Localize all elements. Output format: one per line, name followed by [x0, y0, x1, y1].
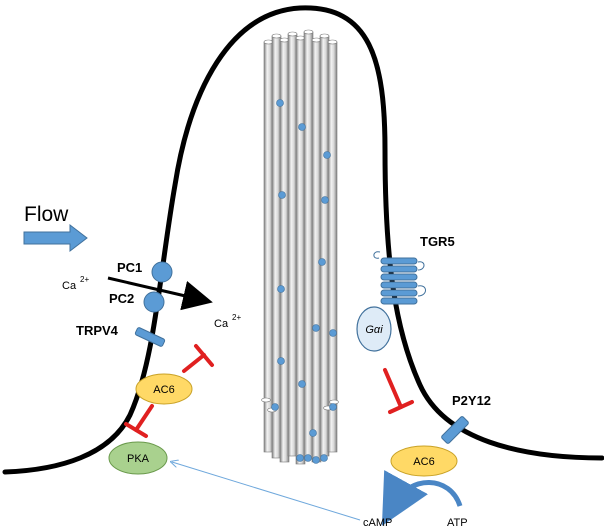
ciliary-particle	[277, 285, 285, 293]
ciliary-particle	[329, 403, 337, 411]
ciliary-particle	[329, 329, 337, 337]
ciliary-particle	[304, 454, 312, 462]
ciliary-particle	[277, 357, 285, 365]
tgr5-label: TGR5	[420, 234, 455, 249]
p2y12-label: P2Y12	[452, 393, 491, 408]
flow-arrow-icon	[23, 223, 88, 253]
ca-inhibits-ac6-icon	[182, 344, 214, 373]
pc2-channel-icon	[143, 291, 165, 313]
microtubule	[287, 33, 298, 457]
microtubule-end	[279, 37, 290, 43]
ciliary-particle	[298, 123, 306, 131]
microtubule-end	[263, 39, 274, 45]
microtubule-end	[327, 39, 338, 45]
pc1-channel-icon	[151, 261, 173, 283]
pka-node	[108, 441, 168, 475]
ciliary-particle	[323, 151, 331, 159]
microtubule	[303, 31, 314, 459]
ca-right-label: Ca	[214, 318, 229, 330]
flow-label: Flow	[24, 203, 69, 226]
ac6-inhibits-pka-icon	[124, 404, 154, 438]
microtubule	[295, 37, 306, 465]
calcium-flux-arrow	[107, 276, 213, 311]
atp-label: ATP	[447, 517, 468, 529]
ciliary-particle	[276, 99, 284, 107]
pc1-label: PC1	[117, 260, 142, 275]
microtubule-end	[319, 33, 330, 39]
p2y12-receptor-icon	[441, 416, 469, 444]
cilium-membrane	[2, 5, 604, 475]
microtubule-end	[261, 397, 271, 403]
ciliary-particle	[318, 258, 326, 266]
microtubule-end	[271, 33, 282, 39]
camp-to-pka-arrow	[172, 462, 361, 521]
ciliary-particle	[278, 191, 286, 199]
ciliary-particle	[312, 456, 320, 464]
microtubule-end	[287, 31, 298, 37]
ca-left-label: Ca	[62, 280, 77, 292]
ciliary-particle	[309, 429, 317, 437]
tgr5-receptor-icon	[373, 251, 426, 305]
pc2-label: PC2	[109, 291, 134, 306]
pka-label: PKA	[127, 453, 150, 465]
axoneme-microtubules	[261, 29, 339, 465]
camp-label: cAMP	[363, 517, 392, 529]
ciliary-particle	[312, 324, 320, 332]
ac6-right-label: AC6	[413, 456, 434, 468]
ac6-left-node	[135, 373, 193, 405]
ciliary-particle	[320, 454, 328, 462]
microtubule-end	[311, 37, 322, 43]
ciliary-particle	[321, 196, 329, 204]
microtubule	[327, 41, 338, 453]
ciliary-particle	[296, 454, 304, 462]
trpv4-label: TRPV4	[76, 323, 119, 338]
microtubule	[319, 35, 330, 457]
gai-node	[356, 306, 392, 352]
microtubule-end	[303, 29, 314, 35]
ciliary-particle	[271, 403, 279, 411]
trpv4-channel-icon	[134, 327, 166, 347]
microtubule-end	[295, 35, 306, 41]
microtubule	[311, 39, 322, 463]
ca-left-superscript: 2+	[80, 275, 89, 284]
ciliary-particle	[298, 380, 306, 388]
ca-right-superscript: 2+	[232, 313, 241, 322]
ac6-left-label: AC6	[153, 384, 174, 396]
gai-label: Gαi	[365, 324, 383, 336]
gai-inhibits-ac6-icon	[383, 368, 414, 414]
atp-to-camp-arrow	[381, 470, 463, 526]
microtubule	[263, 41, 274, 453]
